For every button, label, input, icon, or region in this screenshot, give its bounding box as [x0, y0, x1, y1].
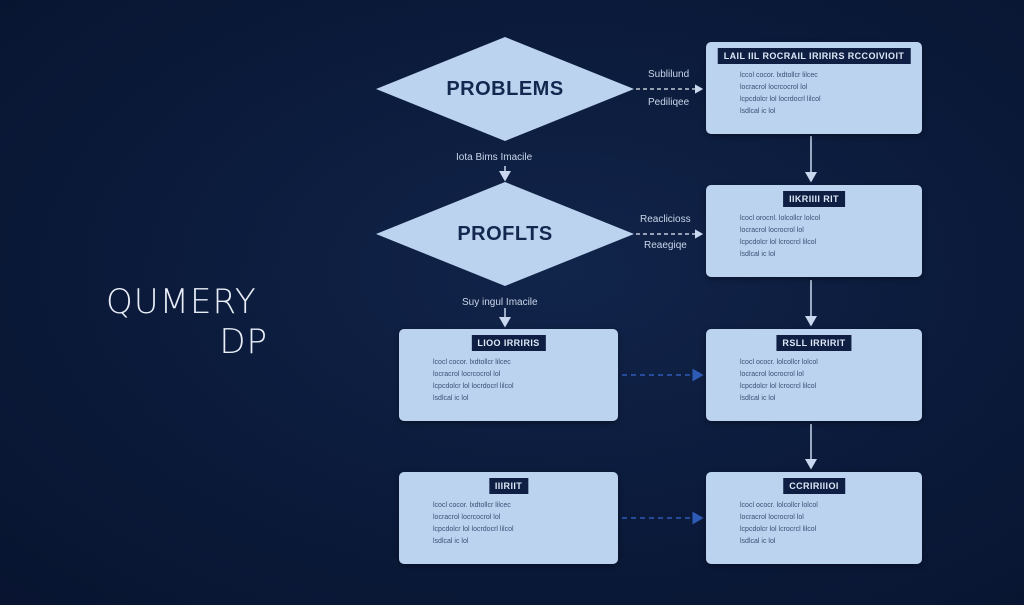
list-item: lcocl ococr. lolcollcr lolcol: [740, 357, 910, 369]
process-box-6[interactable]: CCRIRIIIOI lcocl ococr. lolcollcr lolcol…: [706, 472, 922, 564]
connector-label: Sublilund: [648, 69, 690, 80]
list-item: locracrol locrocrol lol: [740, 369, 910, 381]
box-list: lccol cocor. lxdtollcr lilcec locracrol …: [740, 70, 910, 118]
box-header: IIIRIIT: [488, 478, 529, 494]
list-item: lcpcdolcr lol locrdocrl lilcol: [433, 524, 606, 536]
list-item: lcpcdolcr lol lcrocrcl lilcol: [740, 524, 910, 536]
list-item: lcocl cocor. lxdtollcr lilcec: [433, 500, 606, 512]
connector-label: Suy ingul Imacile: [462, 297, 538, 308]
connector-label: Pediliqee: [648, 97, 690, 108]
list-item: lsdlcal ic lol: [433, 395, 469, 402]
process-box-1[interactable]: LAIL IIL ROCRAIL IRIRIRS RCCOIVIOIT lcco…: [706, 42, 922, 134]
list-item: lcocl orocnl. lolcollcr lolcol: [740, 213, 910, 225]
list-item: lsdlcal ic lol: [740, 251, 776, 258]
diagram-title: QUMERY DP: [106, 282, 268, 362]
connector-label: Reaegiqe: [644, 240, 687, 251]
process-box-4[interactable]: RSLL IRRIRIT lcocl ococr. lolcollcr lolc…: [706, 329, 922, 421]
box-header: LAIL IIL ROCRAIL IRIRIRS RCCOIVIOIT: [717, 48, 911, 64]
list-item: lcpcdolcr lol locrdocrl lilcol: [740, 94, 910, 106]
connector-label: Iota Bims Imacile: [456, 152, 533, 163]
box-header: LIOO IRRIRIS: [471, 335, 546, 351]
connector-label: Reaclicioss: [640, 214, 691, 225]
decision-label: PROFLTS: [457, 222, 553, 245]
list-item: lcpcdolcr lol lcrocrcl lilcol: [740, 237, 910, 249]
process-box-5[interactable]: IIIRIIT lcocl cocor. lxdtollcr lilcec lo…: [399, 472, 618, 564]
decision-label: PROBLEMS: [446, 77, 564, 100]
list-item: lcpcdolcr lol lcrocrcl lilcol: [740, 381, 910, 393]
list-item: lccol cocor. lxdtollcr lilcec: [740, 70, 910, 82]
box-list: lcocl cocor. lxdtollcr lilcec locracrol …: [433, 500, 606, 548]
box-list: lcocl orocnl. lolcollcr lolcol locracrol…: [740, 213, 910, 261]
list-item: lcocl ococr. lolcollcr lolcol: [740, 500, 910, 512]
process-box-3[interactable]: LIOO IRRIRIS lcocl cocor. lxdtollcr lilc…: [399, 329, 618, 421]
box-list: lcocl cocor. lxdtollcr lilcec locracrol …: [433, 357, 606, 405]
box-header: CCRIRIIIOI: [783, 478, 845, 494]
decision-diamond-1: [376, 37, 634, 141]
box-list: lcocl ococr. lolcollcr lolcol locracrol …: [740, 500, 910, 548]
list-item: lsdlcal ic lol: [740, 395, 776, 402]
list-item: locracrol locrcocrol lol: [433, 369, 606, 381]
decision-node-problems[interactable]: PROBLEMS: [375, 34, 635, 144]
title-line-2: DP: [219, 322, 268, 362]
list-item: lsdlcal ic lol: [740, 538, 776, 545]
title-line-1: QUMERY: [106, 282, 257, 322]
list-item: locracrol locrcocrol lol: [433, 512, 606, 524]
list-item: lcocl cocor. lxdtollcr lilcec: [433, 357, 606, 369]
process-box-2[interactable]: IIKRIIII RIT lcocl orocnl. lolcollcr lol…: [706, 185, 922, 277]
list-item: locracrol locrocrol lol: [740, 225, 910, 237]
decision-diamond-2: [376, 182, 634, 286]
list-item: lcpcdolcr lol locrdocrl lilcol: [433, 381, 606, 393]
list-item: lsdlcal ic lol: [433, 538, 469, 545]
list-item: locracrol locrocrol lol: [740, 512, 910, 524]
box-header: RSLL IRRIRIT: [776, 335, 852, 351]
decision-node-profits[interactable]: PROFLTS: [375, 179, 635, 289]
list-item: locracrol locrcocrol lol: [740, 82, 910, 94]
box-list: lcocl ococr. lolcollcr lolcol locracrol …: [740, 357, 910, 405]
list-item: lsdlcal ic lol: [740, 108, 776, 115]
box-header: IIKRIIII RIT: [783, 191, 845, 207]
